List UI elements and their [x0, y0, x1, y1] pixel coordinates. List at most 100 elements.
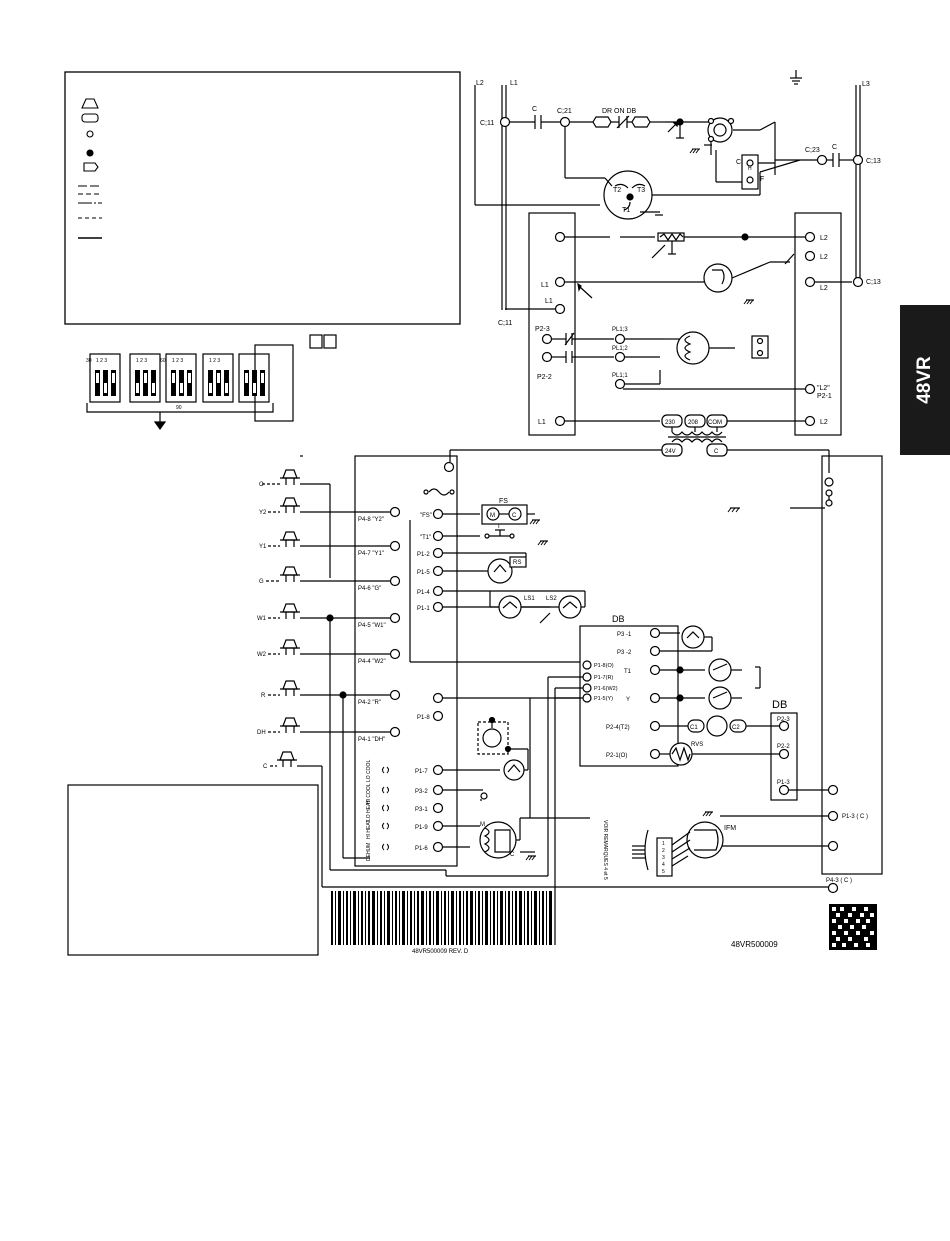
- dip-label: 60: [160, 358, 166, 364]
- defrost-board: [529, 625, 761, 945]
- defrost-relay-label: DR ON DB: [602, 108, 637, 115]
- board-terminal-right: P3-1: [415, 807, 428, 813]
- contactor-label: C: [532, 106, 537, 113]
- compressor-terminal: T2: [613, 187, 621, 194]
- transformer-tap: 208: [688, 420, 699, 426]
- fs-c-label: C: [512, 513, 517, 519]
- board-terminal-left: P4-7 "Y1": [358, 551, 384, 557]
- defrost-board-labels: DB P3 -1 P3 -2 T1 Y P2-4(T2) P2-1(O) P1-…: [594, 614, 740, 759]
- db-terminal: Y: [626, 697, 630, 703]
- supply-l1: L1: [510, 80, 518, 87]
- ifm-pin: 2: [662, 848, 665, 854]
- contactor-terminal: C;11: [498, 320, 512, 327]
- thermistor-label: T: [497, 524, 501, 530]
- db-terminal: P2-4(T2): [606, 725, 630, 731]
- dip-switch-group: [86, 334, 337, 431]
- mid-components: [477, 504, 590, 859]
- db-plug-title: DB: [772, 699, 787, 711]
- barcode-1d: [331, 891, 552, 945]
- transformer-tap: 24V: [665, 449, 676, 455]
- barcode-caption: 48VR500009 REV. D: [412, 949, 469, 955]
- compressor-terminal: T3: [637, 187, 645, 194]
- contactor-terminal: C;13: [866, 158, 881, 165]
- ground-marks: [525, 148, 754, 861]
- ls2-label: LS2: [546, 596, 557, 602]
- contactor-terminal: C;11: [480, 120, 494, 127]
- right-box-terminal: P2-1: [817, 393, 832, 400]
- transformer-tap: 230: [665, 420, 676, 426]
- fs-label: FS: [499, 498, 508, 505]
- right-box-terminal: L2: [820, 254, 828, 261]
- strip-terminal: P1-3 ( C ): [842, 814, 868, 820]
- motor-m-label: M: [480, 822, 485, 828]
- legend-symbols: [78, 98, 102, 239]
- side-tab: 48VR: [900, 305, 950, 455]
- db-title: DB: [612, 614, 625, 624]
- dip-row-label: DEHUM: [366, 843, 372, 861]
- left-box-terminal: P2-2: [537, 374, 552, 381]
- board-terminal-right: P1-4: [417, 590, 430, 596]
- board-terminal-right: P3-2: [415, 789, 428, 795]
- thermostat-terminal: DH: [257, 730, 266, 736]
- dip-row-labels: LO COOL HI COOL LO HEAT HI HEAT DEHUM: [366, 760, 372, 861]
- thermostat-terminal: Y1: [259, 544, 267, 550]
- thermostat-terminal: Y2: [259, 510, 267, 516]
- ifm-side-note: VOIR REMARQUES 4 et 5: [602, 820, 608, 880]
- ls1-label: LS1: [524, 596, 535, 602]
- plug-label: PL1;3: [612, 327, 628, 333]
- board-terminal-left: P4-8 "Y2": [358, 517, 384, 523]
- thermostat-terminal: O: [259, 482, 264, 488]
- left-junction-box: [528, 212, 576, 436]
- compressor-terminal: T1: [622, 207, 630, 214]
- db-input: P1-5(Y): [594, 696, 613, 702]
- board-terminal-right: P1-5: [417, 570, 430, 576]
- board-terminal-right: P1-7: [415, 769, 428, 775]
- left-box-terminal: L1: [541, 282, 549, 289]
- plug-label: PL1;2: [612, 346, 628, 352]
- board-terminal-right: "FS": [420, 513, 432, 519]
- right-box-terminal: L2: [820, 419, 828, 426]
- barcode-2d: [829, 904, 877, 950]
- document-labels: 48VR500009 REV. D 48VR500009: [412, 940, 778, 955]
- board-terminal-right: "T1": [420, 535, 431, 541]
- plug-label: PL1;1: [612, 373, 628, 379]
- contactor-terminal: C;21: [557, 108, 572, 115]
- db-terminal: T1: [624, 669, 632, 675]
- board-terminal-left: P4-6 "G": [358, 586, 381, 592]
- control-board: [310, 455, 828, 888]
- board-terminal-left: P4-5 "W1": [358, 623, 386, 629]
- right-box-terminal: "L2": [817, 385, 830, 392]
- contactor-terminal: C;23: [805, 147, 820, 154]
- ifm-pin: 1: [662, 841, 665, 847]
- left-box-terminal: L1: [545, 298, 553, 305]
- left-box-terminal: L1: [538, 419, 546, 426]
- fan-cap-terminal: F: [760, 176, 764, 183]
- right-strip-labels: P1-3 ( C ) P4-3 ( C ): [826, 814, 868, 884]
- mid-component-labels: FS M C T RS LS1 LS2 M C: [480, 498, 557, 858]
- board-terminal-right: P1-8: [417, 715, 430, 721]
- board-terminal-right: P1-9: [415, 825, 428, 831]
- fan-cap-terminal: C: [736, 159, 741, 166]
- db-plug-terminal: P2-3: [777, 717, 790, 723]
- dip-row-label: LO HEAT: [366, 800, 372, 821]
- board-terminal-left: P4-1 "DH": [358, 737, 385, 743]
- db-terminal: P3 -2: [617, 650, 632, 656]
- left-box-terminal: P2-3: [535, 326, 550, 333]
- thermostat-terminal: W2: [257, 652, 267, 658]
- right-box-terminal: L2: [820, 285, 828, 292]
- dip-label: 1 2 3: [136, 358, 147, 364]
- right-strip: [705, 455, 883, 894]
- fan-cap-terminal: H: [748, 166, 752, 172]
- db-terminal: P3 -1: [617, 632, 632, 638]
- high-voltage-labels: L2 L1 L3 C C;11 C;21 DR ON DB C;23 C C;1…: [476, 80, 881, 455]
- db-plug: [749, 712, 831, 801]
- db-rvs: RVS: [691, 742, 703, 748]
- dip-row-label: HI HEAT: [366, 820, 372, 839]
- ifm-labels: IFM 1 2 3 4 5 VOIR REMARQUES 4 et 5: [602, 820, 736, 880]
- legend-box: [64, 71, 461, 325]
- thermostat-terminal-labels: O Y2 Y1 G W1 W2 R DH C: [257, 482, 268, 770]
- dip-switch-labels: 30 1 2 3 1 2 3 60 1 2 3 1 2 3 90: [86, 358, 220, 411]
- motor-c-label: C: [510, 852, 515, 858]
- high-voltage-section: [449, 70, 864, 473]
